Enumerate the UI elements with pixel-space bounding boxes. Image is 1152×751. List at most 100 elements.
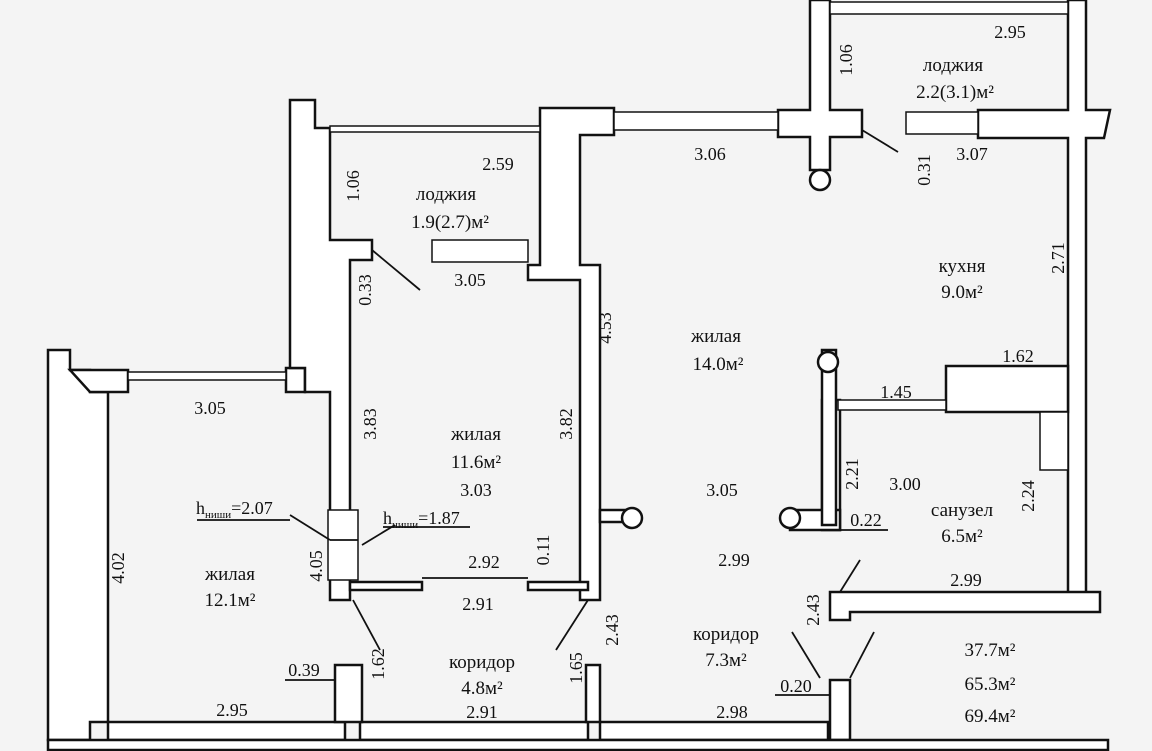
- dim-3-07: 3.07: [956, 144, 988, 164]
- niche-left-label: hниши=2.07: [196, 498, 273, 521]
- dim-1-06-left: 1.06: [343, 170, 363, 202]
- wall-base: [46, 738, 1110, 751]
- dimensions-horizontal: 2.95 2.59 3.06 3.07 3.05 1.62 1.45 3.05 …: [194, 22, 1034, 722]
- living-middle-name: жилая: [450, 424, 501, 445]
- total-area-with-loggias: 69.4м²: [965, 706, 1016, 727]
- wall-post-right: [828, 678, 852, 742]
- dim-0-33: 0.33: [355, 274, 375, 306]
- loggia-left-area: 1.9(2.7)м²: [411, 212, 489, 233]
- wall-post-left: [333, 663, 364, 724]
- dim-2-71: 2.71: [1048, 242, 1068, 274]
- shaft-bath: [1039, 411, 1069, 471]
- niche-right-leader: [361, 524, 396, 546]
- corridor-left-area: 4.8м²: [461, 678, 503, 699]
- wall-center-vertical: [820, 348, 838, 527]
- corridor-left-name: коридор: [449, 652, 515, 673]
- dim-3-82: 3.82: [556, 408, 576, 440]
- living-middle-area: 11.6м²: [451, 452, 502, 473]
- room-labels: лоджия 2.2(3.1)м² лоджия 1.9(2.7)м² кухн…: [204, 55, 994, 699]
- living-middle-dim: 3.03: [460, 480, 492, 500]
- windows: [127, 1, 1069, 581]
- total-area: 65.3м²: [965, 674, 1016, 695]
- wall-loggia-right-frame: [976, 0, 1112, 612]
- niche-left-leader: [289, 514, 331, 541]
- wall-outer-left: [46, 348, 110, 742]
- bathroom-name: санузел: [931, 500, 994, 521]
- niche-left: [327, 509, 359, 581]
- dim-2-91-upper: 2.91: [462, 594, 494, 614]
- corridor-right-area: 7.3м²: [705, 650, 747, 671]
- dim-2-95-top: 2.95: [994, 22, 1026, 42]
- dim-3-83: 3.83: [360, 408, 380, 440]
- kitchen-area: 9.0м²: [941, 282, 983, 303]
- dim-0-39: 0.39: [288, 660, 320, 680]
- dim-0-31: 0.31: [914, 154, 934, 186]
- wall-left-bedroom-top-right: [284, 366, 307, 394]
- dim-3-06: 3.06: [694, 144, 726, 164]
- dim-2-95-bottom: 2.95: [216, 700, 248, 720]
- dim-4-53: 4.53: [595, 312, 615, 344]
- living-left-area: 12.1м²: [205, 590, 256, 611]
- wall-partition-right: [526, 580, 590, 592]
- wall-post-mid: [584, 663, 602, 724]
- walls: [46, 0, 1112, 751]
- door-lines: [197, 129, 899, 696]
- dim-2-99-bath: 2.99: [950, 570, 982, 590]
- wall-t-cross: [776, 0, 864, 172]
- door-loggia-left: [371, 249, 421, 291]
- wall-bath-bottom: [828, 590, 1102, 622]
- dimensions-vertical: 1.06 1.06 0.31 0.33 4.53 2.71 3.83 3.82 …: [108, 44, 1068, 684]
- wall-bottom-mid: [358, 720, 590, 742]
- wall-kitchen-bath: [944, 364, 1070, 414]
- wall-bottom-left: [106, 720, 347, 742]
- column-top: [808, 168, 832, 192]
- column-center: [816, 350, 840, 374]
- living-center-area: 14.0м²: [693, 354, 744, 375]
- living-left-name: жилая: [204, 564, 255, 585]
- window-living-center: [613, 111, 779, 131]
- dim-0-20: 0.20: [780, 676, 812, 696]
- door-corridor-left: [352, 599, 381, 651]
- corridor-right-name: коридор: [693, 624, 759, 645]
- window-middle-bedroom: [431, 239, 529, 263]
- wall-left-bedroom-top: [67, 368, 130, 394]
- dim-2-91-bottom: 2.91: [466, 702, 498, 722]
- dim-0-22: 0.22: [850, 510, 882, 530]
- dim-4-02: 4.02: [108, 552, 128, 584]
- loggia-left-name: лоджия: [416, 184, 476, 205]
- loggia-right-name: лоджия: [923, 55, 983, 76]
- total-living-area: 37.7м²: [965, 640, 1016, 661]
- dim-2-99-center: 2.99: [718, 550, 750, 570]
- dim-2-21: 2.21: [842, 458, 862, 490]
- area-totals: 37.7м² 65.3м² 69.4м²: [965, 640, 1016, 727]
- bathroom-area: 6.5м²: [941, 526, 983, 547]
- wall-partition-left: [348, 580, 424, 592]
- dim-1-65: 1.65: [566, 652, 586, 684]
- window-kitchen: [905, 111, 979, 135]
- dim-3-00: 3.00: [889, 474, 921, 494]
- kitchen-name: кухня: [939, 256, 986, 277]
- dim-3-05-center: 3.05: [706, 480, 738, 500]
- dim-2-43-right: 2.43: [803, 594, 823, 626]
- dim-2-24: 2.24: [1018, 480, 1038, 512]
- niche-labels: hниши=2.07 hниши=1.87: [196, 498, 460, 531]
- wall-left-middle: [288, 98, 374, 602]
- door-corridor-mid: [555, 599, 589, 651]
- loggia-left-parapet: [329, 125, 541, 133]
- dim-3-05-loggia: 3.05: [454, 270, 486, 290]
- window-left-bedroom: [127, 371, 287, 381]
- loggia-right-parapet: [829, 1, 1069, 15]
- columns: [620, 168, 840, 530]
- dim-1-62-left: 1.62: [368, 648, 388, 680]
- wall-bottom-right: [598, 720, 830, 742]
- dim-1-45: 1.45: [880, 382, 912, 402]
- column-left: [620, 506, 644, 530]
- door-entry-a: [791, 631, 821, 679]
- door-bath: [839, 559, 861, 593]
- door-loggia-right: [861, 129, 899, 153]
- dim-2-92: 2.92: [468, 552, 500, 572]
- living-center-name: жилая: [690, 326, 741, 347]
- dim-4-05: 4.05: [306, 550, 326, 582]
- door-entry-b: [849, 631, 875, 679]
